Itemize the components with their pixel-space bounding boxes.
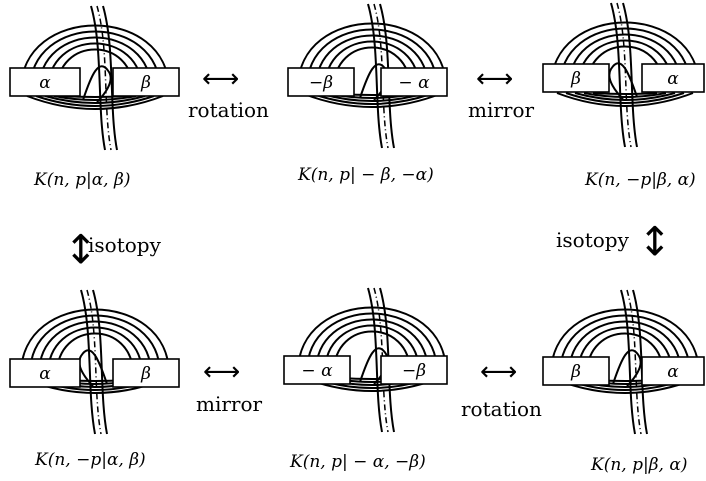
twist-box-label: α [39,364,51,384]
caption-k6: K(n, p|β, α) [591,455,688,475]
band-edge [620,289,636,435]
label-isotopy-left: isotopy [88,233,161,257]
twist-box-label: α [667,362,679,382]
caption-k3: K(n, −p|β, α) [585,170,696,190]
twist-strand [78,349,108,387]
twist-strand [612,349,642,387]
caption-k2: K(n, p| − β, −α) [298,165,434,185]
arrow-bottom-left: ⟷ [203,357,241,387]
twist-box [542,356,610,386]
strand-arc [324,324,420,373]
band-centerline [626,289,642,435]
strand-lower [53,95,137,101]
strand-arc [38,320,152,375]
strand-lower [556,92,694,107]
knot-2: −β − α [287,3,448,149]
label-rotation-bottom: rotation [461,397,542,421]
label-mirror-top: mirror [468,98,535,122]
twist-box-label: −β [402,361,426,381]
band-edge [92,289,108,435]
band-centerline [616,2,632,148]
strand-arc [559,314,691,375]
strand-lower [303,93,441,108]
strand-arc [315,318,429,373]
twist-box-label: − α [398,73,430,93]
label-rotation-top: rotation [188,98,269,122]
twist-box [641,356,705,386]
twist-box [287,67,355,97]
label-isotopy-right: isotopy [556,228,629,252]
band-centerline [86,289,102,435]
strand-lower [26,95,164,110]
strand-arc [577,326,673,375]
arrow-right-vertical: ↕ [638,219,672,265]
twist-box [112,67,180,97]
strand-lower [583,92,667,98]
strand-arc [20,308,170,375]
knot-5: − α −β [283,287,448,433]
strand-lower [565,92,685,104]
twist-box [542,63,610,93]
twist-box [641,63,705,93]
arrow-left-vertical: ↕ [64,227,98,273]
twist-box-label: α [39,73,51,93]
twist-strand [82,65,112,103]
strand-lower [44,95,146,104]
band-edge [610,2,626,148]
arrow-bottom-right: ⟷ [480,357,518,387]
band-centerline [373,3,389,149]
strand-arc [38,36,152,91]
strand-arc [306,312,438,373]
twist-box-label: β [140,73,151,93]
strand-lower [312,93,432,105]
arrow-top-right: ⟷ [476,64,514,94]
strand-arc [559,27,691,88]
arrow-top-left: ⟷ [202,64,240,94]
twist-box-label: β [570,69,581,89]
band-centerline [96,5,112,151]
twist-box-label: − α [301,361,333,381]
caption-k1: K(n, p|α, β) [34,170,131,190]
strand-arc [306,28,438,89]
twist-box [9,358,81,388]
band-edge [367,287,383,433]
strand-arc [29,30,161,91]
band-edge [90,5,106,151]
twist-box [112,358,180,388]
strand-arc [333,330,411,373]
twist-box-label: α [667,69,679,89]
twist-box-label: −β [309,73,333,93]
band-edge [102,5,118,151]
twist-box-label: β [570,362,581,382]
strand-arc [56,332,134,375]
band-edge [367,3,383,149]
twist-box [9,67,81,97]
caption-k5: K(n, p| − α, −β) [290,452,426,472]
strand-lower [574,92,676,101]
twist-box [283,355,351,385]
strand-arc [47,326,143,375]
twist-box [380,355,448,385]
twist-strand [608,62,638,100]
strand-lower [592,92,658,95]
band-centerline [373,287,389,433]
strand-arc [568,320,682,375]
band-edge [80,289,96,435]
strand-lower [35,95,155,107]
strand-arc [315,34,429,89]
strand-arc [550,21,700,88]
caption-k4: K(n, −p|α, β) [35,450,146,470]
twist-box-label: β [140,364,151,384]
strand-arc [29,314,161,375]
band-edge [622,2,638,148]
label-mirror-bottom: mirror [196,392,263,416]
twist-box [380,67,448,97]
